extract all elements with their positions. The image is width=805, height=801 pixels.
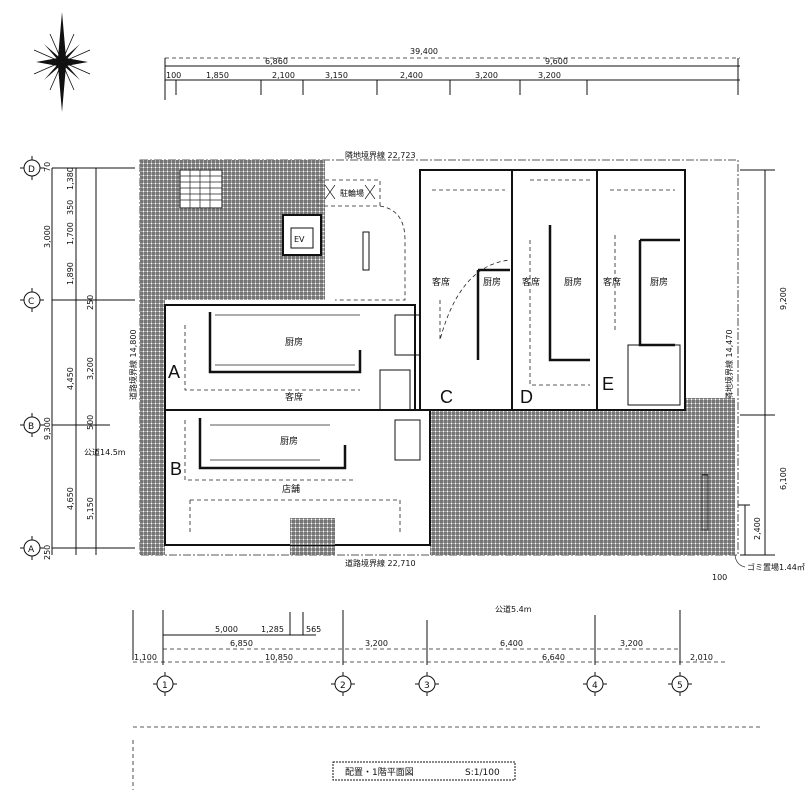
garbage-area-note: ゴミ置場1.44㎡: [747, 562, 805, 572]
grid-row-label: B: [28, 422, 34, 432]
dim: 5,000: [215, 625, 238, 634]
dim: 3,200: [86, 357, 95, 380]
dim: 6,850: [230, 639, 253, 648]
dim: 2,400: [753, 517, 762, 540]
dim: 250: [86, 295, 95, 310]
dim: 100: [166, 71, 181, 80]
b-shop-label: 店舗: [282, 483, 300, 495]
dim: 1,100: [134, 653, 157, 662]
b-kitchen-label: 厨房: [280, 435, 298, 447]
road-label: 公道5.4m: [495, 604, 532, 614]
grid-columns: 1 2 3 4 5: [153, 672, 692, 696]
dim: 3,150: [325, 71, 348, 80]
unit-d-label: D: [520, 387, 533, 407]
bike-label: 駐輪場: [340, 188, 364, 198]
drawing-scale: S:1/100: [465, 768, 500, 778]
c-seats-label: 客席: [432, 276, 450, 288]
dim: 1,380: [66, 167, 75, 190]
dim: 2,100: [272, 71, 295, 80]
dim: 565: [306, 625, 321, 634]
d-seats-label: 客席: [522, 276, 540, 288]
grid-col-label: 2: [340, 681, 346, 691]
unit-c-label: C: [440, 387, 453, 407]
dim: 9,300: [43, 417, 52, 440]
boundary-left-label: 道路境界線 14,800: [128, 329, 138, 400]
dim: 350: [66, 200, 75, 215]
dim: 6,400: [500, 639, 523, 648]
dim: 3,200: [475, 71, 498, 80]
unit-d: 客席 厨房 D: [511, 169, 598, 411]
dim: 250: [43, 545, 52, 560]
unit-e-label: E: [602, 374, 614, 394]
grid-rows: D C B A: [20, 156, 44, 560]
bottom-dimensions: 公道5.4m 5,000 1,285 565 6,850 3,200 6,400…: [132, 604, 725, 665]
dim: 1,700: [66, 222, 75, 245]
dim: 70: [43, 162, 52, 172]
dim: 1,850: [206, 71, 229, 80]
dim: 9,600: [545, 57, 568, 66]
dim: 6,100: [779, 467, 788, 490]
grid-col-label: 3: [424, 681, 430, 691]
grid-row-label: C: [28, 297, 34, 307]
dim: 10,850: [265, 653, 293, 662]
dim: 3,200: [620, 639, 643, 648]
grid-col-label: 4: [592, 681, 598, 691]
dim: 4,650: [66, 487, 75, 510]
dim: 5,150: [86, 497, 95, 520]
stairs: [179, 169, 223, 209]
drawing-title: 配置・1階平面図: [345, 767, 414, 778]
a-kitchen-label: 厨房: [285, 336, 303, 348]
unit-e: 客席 厨房 E: [596, 169, 686, 411]
unit-b-label: B: [170, 459, 182, 479]
north-arrow-icon: [33, 12, 91, 112]
dim: 9,200: [779, 287, 788, 310]
dim-total: 39,400: [410, 47, 438, 56]
grid-row-label: D: [28, 165, 35, 175]
dim: 2,010: [690, 653, 713, 662]
dim: 1,890: [66, 262, 75, 285]
unit-a-label: A: [168, 362, 180, 382]
dim: 1,285: [261, 625, 284, 634]
grid-col-label: 1: [162, 681, 168, 691]
d-kitchen-label: 厨房: [564, 276, 582, 288]
dim: 2,400: [400, 71, 423, 80]
a-seats-label: 客席: [285, 391, 303, 403]
dim: 100: [712, 573, 727, 582]
e-kitchen-label: 厨房: [650, 276, 668, 288]
unit-a: 厨房 客席 A: [164, 304, 421, 411]
dim: 3,000: [43, 225, 52, 248]
grid-row-label: A: [28, 545, 35, 555]
dim: 4,450: [66, 367, 75, 390]
c-kitchen-label: 厨房: [483, 276, 501, 288]
ev-label: EV: [294, 235, 305, 244]
bicycle-parking: 駐輪場: [317, 179, 406, 301]
e-seats-label: 客席: [603, 276, 621, 288]
title-block: 配置・1階平面図 S:1/100: [332, 761, 516, 781]
elevator: EV: [282, 214, 322, 256]
right-dimensions: 9,200 6,100 2,400 100 ゴミ置場1.44㎡: [701, 169, 805, 582]
dim: 3,200: [365, 639, 388, 648]
unit-b: 厨房 店舗 B: [164, 409, 431, 546]
boundary-bottom-label: 道路境界線 22,710: [345, 558, 416, 568]
dim: 3,200: [538, 71, 561, 80]
boundary-top-label: 隣地境界線 22,723: [345, 150, 416, 160]
grid-col-label: 5: [677, 681, 683, 691]
left-dimensions: 3,000 9,300 1,380 350 1,700 1,890 4,450 …: [43, 162, 135, 560]
road-edge: [132, 726, 760, 790]
boundary-right-label: 隣地境界線 14,470: [724, 329, 734, 400]
dim: 6,860: [265, 57, 288, 66]
top-dimensions: 39,400 6,860 9,600 100 1,850 2,100 3,150…: [164, 47, 740, 100]
dim: 500: [86, 415, 95, 430]
left-road-label: 公道14.5m: [84, 447, 126, 457]
dim: 6,640: [542, 653, 565, 662]
unit-c: 客席 厨房 C: [419, 169, 513, 411]
